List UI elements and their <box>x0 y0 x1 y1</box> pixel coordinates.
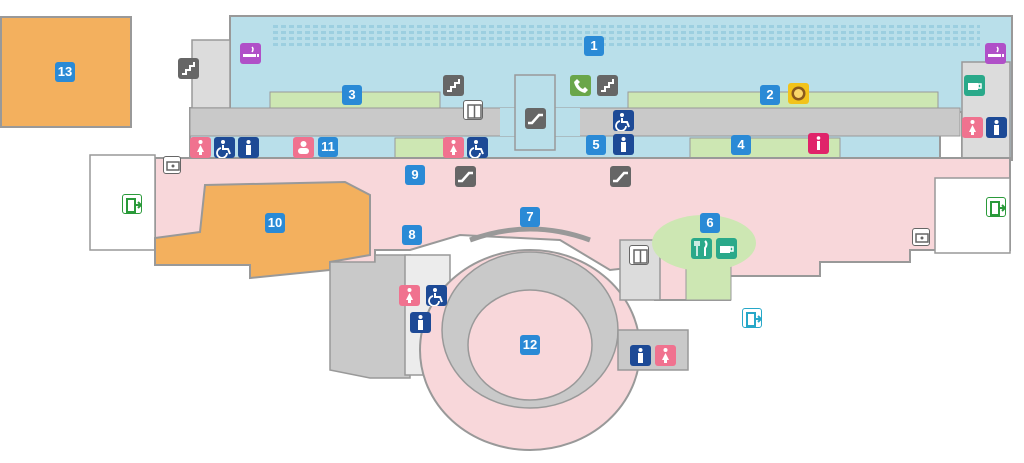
area-marker-10[interactable]: 10 <box>265 213 285 233</box>
service-block-south <box>329 254 411 379</box>
womens-restroom-icon[interactable] <box>962 117 983 138</box>
smoking-area-icon[interactable] <box>985 43 1006 64</box>
emergency-exit-icon[interactable] <box>742 308 762 328</box>
area-marker-2[interactable]: 2 <box>760 85 780 105</box>
accessible-restroom-icon[interactable] <box>426 285 447 306</box>
zone-9-green <box>394 137 451 159</box>
area-marker-6[interactable]: 6 <box>700 213 720 233</box>
cafe-icon[interactable] <box>716 238 737 259</box>
escalator-icon[interactable] <box>455 166 476 187</box>
emergency-exit-icon[interactable] <box>122 194 142 214</box>
accessible-restroom-icon[interactable] <box>613 110 634 131</box>
stairs-icon[interactable] <box>597 75 618 96</box>
nursing-room-icon[interactable] <box>293 137 314 158</box>
womens-restroom-icon[interactable] <box>443 137 464 158</box>
seating-pattern <box>270 22 980 48</box>
mascot-icon[interactable] <box>788 83 809 104</box>
mens-restroom-icon[interactable] <box>238 137 259 158</box>
green-corner <box>685 265 732 301</box>
telephone-icon[interactable] <box>570 75 591 96</box>
coin-locker-icon[interactable] <box>912 228 930 246</box>
area-marker-9[interactable]: 9 <box>405 165 425 185</box>
stairs-icon[interactable] <box>178 58 199 79</box>
emergency-exit-icon[interactable] <box>986 197 1006 217</box>
womens-restroom-icon[interactable] <box>655 345 676 366</box>
accessible-restroom-icon[interactable] <box>467 137 488 158</box>
area-marker-11[interactable]: 11 <box>318 137 338 157</box>
mens-restroom-icon[interactable] <box>613 134 634 155</box>
elevator-icon[interactable] <box>463 100 483 120</box>
area-marker-3[interactable]: 3 <box>342 85 362 105</box>
area-marker-13[interactable]: 13 <box>55 62 75 82</box>
area-marker-12[interactable]: 12 <box>520 335 540 355</box>
area-marker-1[interactable]: 1 <box>584 36 604 56</box>
restroom-block-east <box>617 329 689 371</box>
escalator-icon[interactable] <box>525 108 546 129</box>
cafe-icon[interactable] <box>964 75 985 96</box>
smoking-area-icon[interactable] <box>240 43 261 64</box>
womens-restroom-icon[interactable] <box>190 137 211 158</box>
area-marker-7[interactable]: 7 <box>520 207 540 227</box>
area-marker-4[interactable]: 4 <box>731 135 751 155</box>
room-10 <box>154 180 371 280</box>
restaurant-icon[interactable] <box>691 238 712 259</box>
escalator-icon[interactable] <box>610 166 631 187</box>
mens-restroom-icon[interactable] <box>630 345 651 366</box>
elevator-icon[interactable] <box>629 245 649 265</box>
accessible-restroom-icon[interactable] <box>214 137 235 158</box>
womens-restroom-icon[interactable] <box>399 285 420 306</box>
stairs-icon[interactable] <box>443 75 464 96</box>
information-icon[interactable] <box>808 133 829 154</box>
mens-restroom-icon[interactable] <box>986 117 1007 138</box>
zone-2 <box>627 91 939 109</box>
arena-curve <box>469 226 591 243</box>
coin-locker-icon[interactable] <box>163 156 181 174</box>
mens-restroom-icon[interactable] <box>410 312 431 333</box>
area-marker-5[interactable]: 5 <box>586 135 606 155</box>
area-marker-8[interactable]: 8 <box>402 225 422 245</box>
